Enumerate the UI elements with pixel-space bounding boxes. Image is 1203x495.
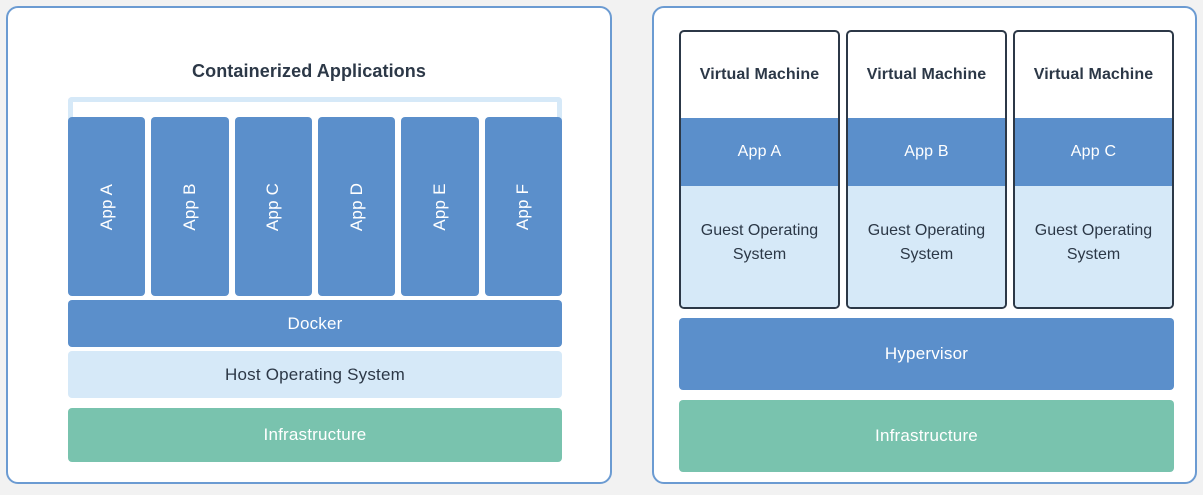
virtual-machine-3-guest-os: Guest Operating System <box>1015 186 1172 307</box>
container-app-f-label: App F <box>513 183 533 230</box>
containers-panel: Containerized Applications App A App B A… <box>6 6 612 484</box>
containers-grouping-bracket <box>68 97 562 123</box>
container-app-a-label: App A <box>96 183 116 230</box>
container-app-b[interactable]: App B <box>151 117 229 296</box>
virtual-machine-3[interactable]: Virtual Machine App C Guest Operating Sy… <box>1013 30 1174 309</box>
container-app-d-label: App D <box>346 182 366 231</box>
container-app-c[interactable]: App C <box>234 117 312 296</box>
virtual-machine-3-title: Virtual Machine <box>1033 66 1154 83</box>
virtual-machine-2-app: App B <box>848 118 1005 186</box>
virtual-machine-1-title: Virtual Machine <box>699 66 820 83</box>
virtual-machine-1-guest-os: Guest Operating System <box>681 186 838 307</box>
container-app-c-label: App C <box>263 182 283 231</box>
virtual-machine-2-title: Virtual Machine <box>866 66 987 83</box>
container-apps-row: App A App B App C App D App E App F <box>68 117 562 296</box>
layer-infrastructure-containers[interactable]: Infrastructure <box>68 408 562 462</box>
virtual-machine-2[interactable]: Virtual Machine App B Guest Operating Sy… <box>846 30 1007 309</box>
virtual-machine-3-app: App C <box>1015 118 1172 186</box>
virtual-machine-2-guest-os: Guest Operating System <box>848 186 1005 307</box>
container-app-e[interactable]: App E <box>401 117 479 296</box>
container-app-f[interactable]: App F <box>484 117 562 296</box>
layer-docker[interactable]: Docker <box>68 300 562 347</box>
virtual-machine-1[interactable]: Virtual Machine App A Guest Operating Sy… <box>679 30 840 309</box>
container-app-a[interactable]: App A <box>68 117 146 296</box>
layer-infrastructure-vms[interactable]: Infrastructure <box>679 400 1174 472</box>
virtual-machine-1-app: App A <box>681 118 838 186</box>
containers-panel-title: Containerized Applications <box>192 60 426 81</box>
layer-hypervisor[interactable]: Hypervisor <box>679 318 1174 390</box>
container-app-e-label: App E <box>429 182 449 231</box>
container-app-b-label: App B <box>179 182 199 231</box>
virtual-machines-panel: Virtual Machine App A Guest Operating Sy… <box>652 6 1197 484</box>
container-app-d[interactable]: App D <box>317 117 396 296</box>
virtual-machines-row: Virtual Machine App A Guest Operating Sy… <box>679 30 1174 309</box>
layer-host-operating-system[interactable]: Host Operating System <box>68 351 562 398</box>
